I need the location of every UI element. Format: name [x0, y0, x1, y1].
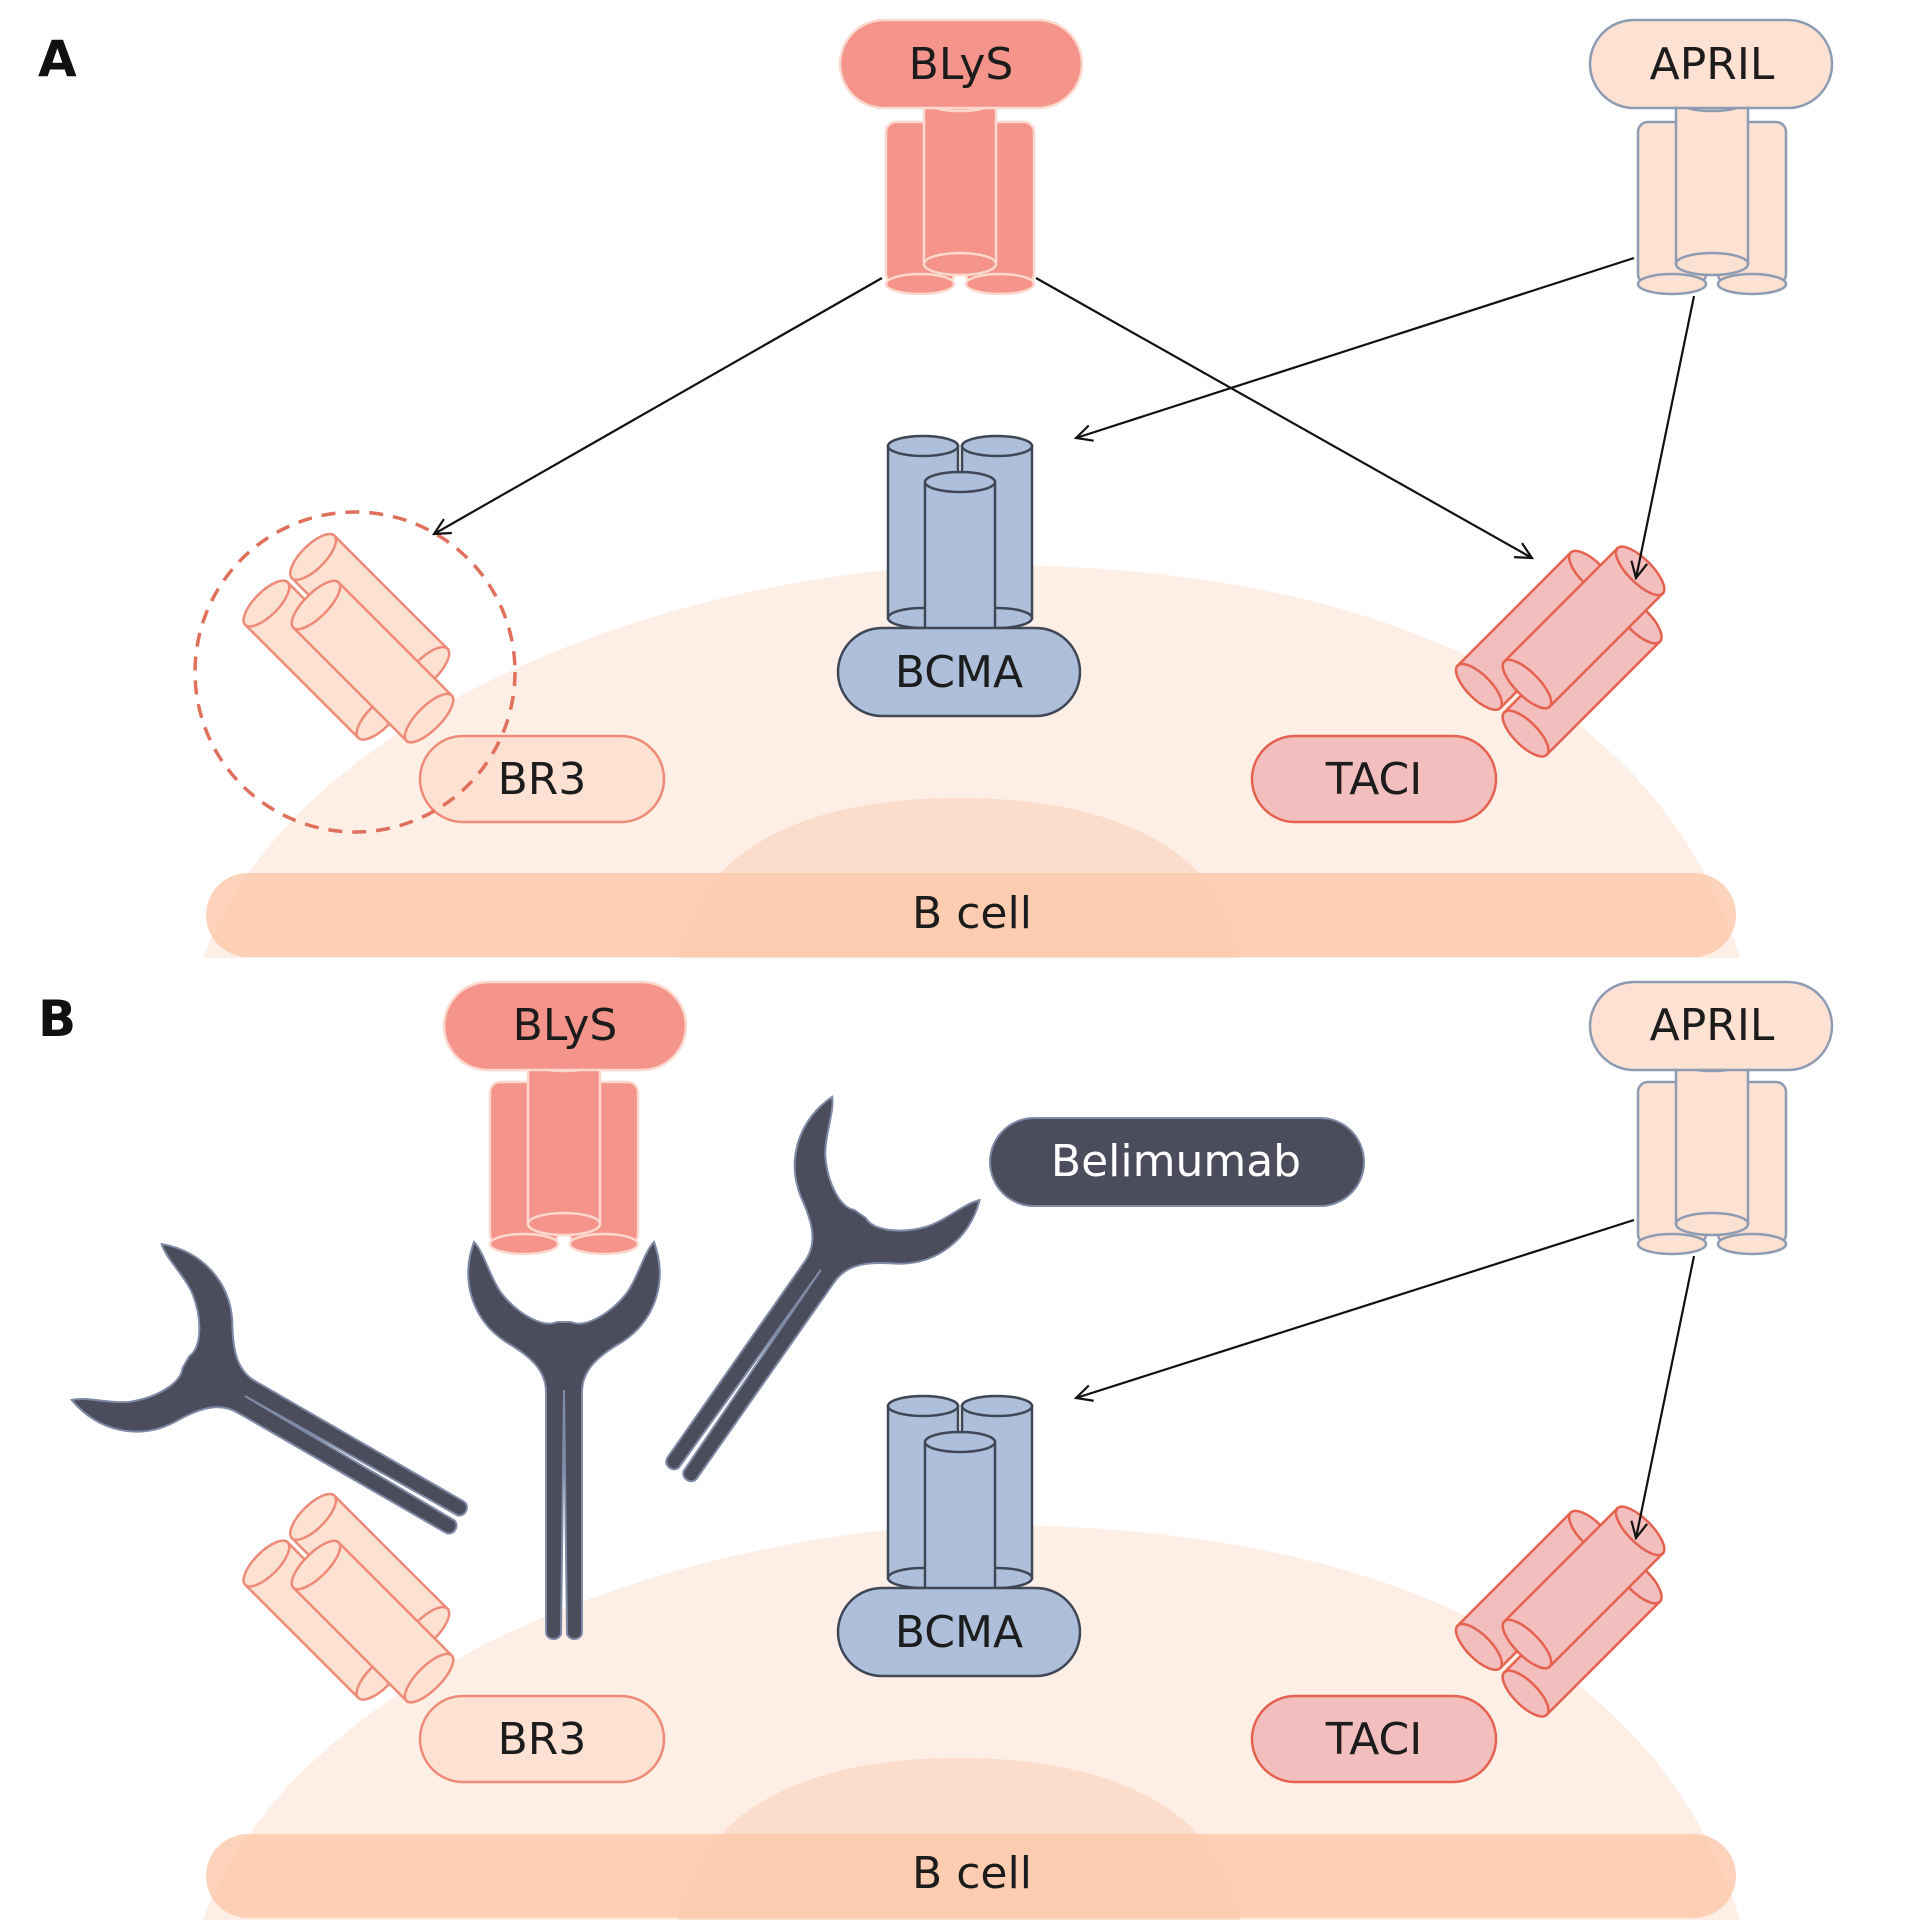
bcma-label-box [836, 626, 1082, 718]
arrow-blys-to-br3 [434, 277, 883, 534]
cell-membrane [206, 1834, 1736, 1918]
b-cell-body [203, 1525, 1740, 1920]
br3-label-box [418, 1694, 666, 1784]
br3-highlight-circle [193, 510, 517, 834]
belimumab-label: Belimumab [1051, 1136, 1301, 1187]
blys-label-box [838, 18, 1084, 110]
br3-receptor: BR3 [235, 1485, 666, 1784]
april-label: APRIL [1650, 39, 1775, 90]
cell-membrane [206, 873, 1736, 957]
taci-label: TACI [1325, 1714, 1423, 1765]
taci-receptor: TACI [1250, 1477, 1696, 1784]
blys-label: BLyS [909, 39, 1014, 90]
b-cell-body [203, 565, 1740, 958]
taci-receptor: TACI [1250, 517, 1696, 824]
panel-b: B B cell APRIL BCMA BR3 TACI [38, 980, 1834, 1920]
br3-label: BR3 [498, 1714, 587, 1765]
april-ligand: APRIL [1588, 18, 1834, 296]
bcma-receptor: BCMA [836, 434, 1082, 718]
april-ligand: APRIL [1588, 980, 1834, 1256]
belimumab-label-box [989, 1117, 1365, 1207]
br3-label-box [418, 734, 666, 824]
br3-receptor: BR3 [193, 510, 666, 834]
bcma-receptor: BCMA [836, 1394, 1082, 1678]
panel-a-label: A [38, 30, 77, 88]
br3-label: BR3 [498, 754, 587, 805]
antibody-center [467, 1241, 661, 1641]
belimumab-tag: Belimumab [989, 1117, 1365, 1207]
arrow-blys-to-taci [1035, 277, 1532, 558]
bcma-label-box [836, 1586, 1082, 1678]
panel-b-label: B [38, 990, 76, 1048]
taci-label-box [1250, 734, 1498, 824]
arrow-april-to-bcma [1076, 1218, 1635, 1398]
panel-a: A B cell BLyS APRIL BCMA BR3 [38, 18, 1834, 958]
taci-label: TACI [1325, 754, 1423, 805]
april-label-box [1588, 18, 1834, 110]
april-label-box [1588, 980, 1834, 1072]
blys-ligand: BLyS [442, 980, 688, 1256]
arrow-april-to-bcma [1076, 256, 1635, 438]
arrow-april-to-taci [1636, 295, 1696, 578]
taci-label-box [1250, 1694, 1498, 1784]
april-label: APRIL [1650, 1000, 1775, 1051]
b-cell-label: B cell [912, 888, 1032, 939]
bcma-label: BCMA [895, 647, 1023, 698]
blys-ligand: BLyS [838, 18, 1084, 296]
b-cell-label: B cell [912, 1848, 1032, 1899]
blys-label-box [442, 980, 688, 1072]
blys-label: BLyS [513, 1000, 618, 1051]
bcma-label: BCMA [895, 1607, 1023, 1658]
arrow-april-to-taci [1636, 1255, 1696, 1538]
